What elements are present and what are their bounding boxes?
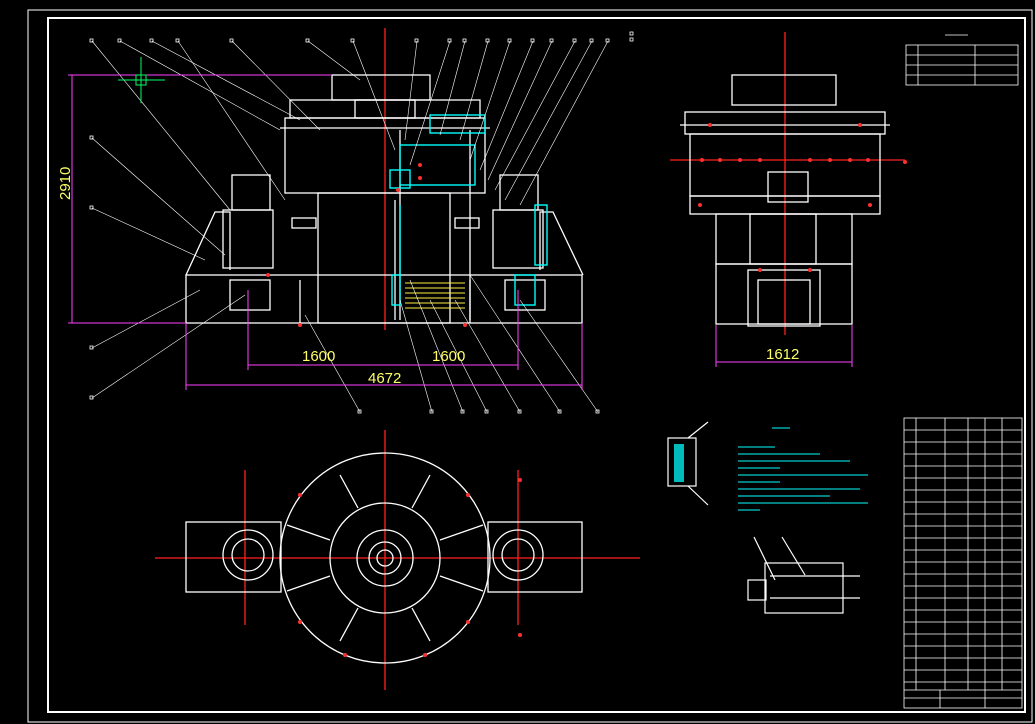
dim-1612: 1612 [766, 346, 799, 363]
dim-4672: 4672 [368, 370, 401, 387]
detail-view-b [747, 536, 860, 614]
technical-notes [738, 427, 868, 511]
parameter-table [905, 34, 1019, 86]
plan-view [155, 430, 640, 690]
side-red-bolts [698, 123, 907, 272]
plan-red-bolts [298, 478, 522, 657]
outer-border [27, 9, 1033, 723]
crosshair-cursor-icon [118, 57, 165, 103]
callout-markers [89, 31, 634, 414]
detail-view-a [667, 421, 709, 506]
detail-view-a-fill [674, 444, 684, 482]
front-yellow-hatch [405, 282, 465, 309]
dim-1600-right: 1600 [432, 348, 465, 365]
front-cyan-section [389, 114, 548, 306]
front-red-details [266, 163, 467, 327]
dim-1600-left: 1600 [302, 348, 335, 365]
front-leader-lines [91, 40, 609, 413]
parts-list-table [903, 417, 1023, 709]
side-view [670, 32, 905, 335]
dim-2910: 2910 [57, 167, 74, 200]
front-view [185, 28, 584, 330]
inner-border [47, 17, 1026, 713]
dimension-lines [68, 74, 853, 390]
